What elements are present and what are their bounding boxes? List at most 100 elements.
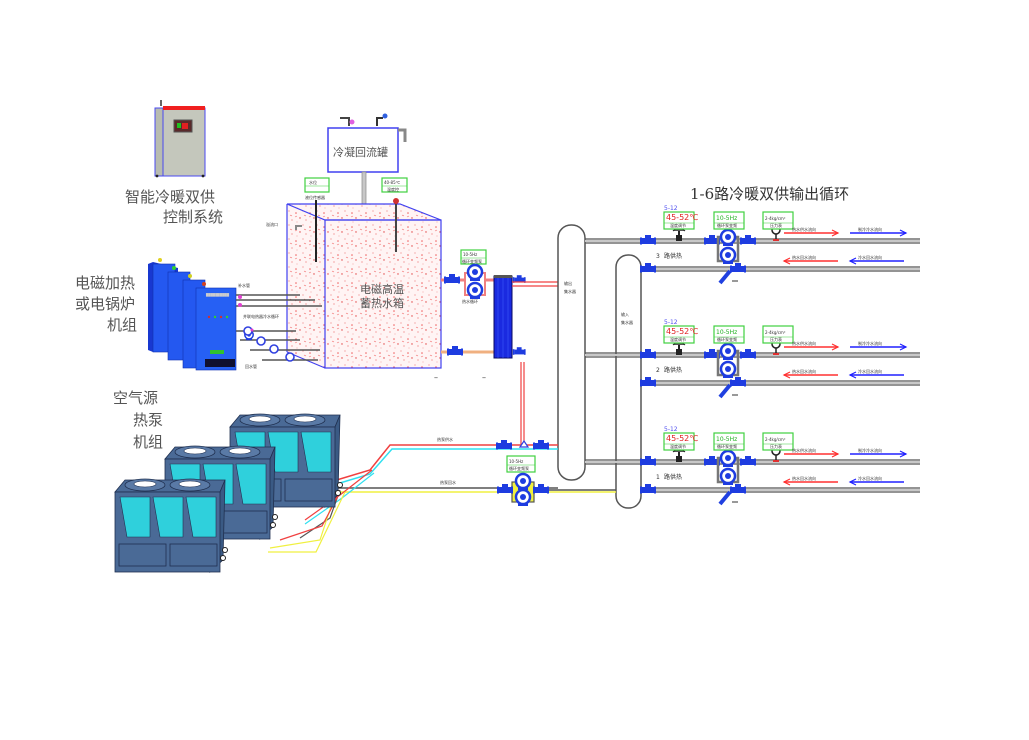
circuit-range: 5-12: [664, 205, 678, 212]
temp-setpoint-value: 45-52℃: [666, 327, 698, 336]
valve[interactable]: [497, 484, 513, 494]
em-boiler-label-line2: 或电锅炉: [75, 295, 135, 313]
circuit-name: 路供热: [664, 366, 682, 374]
boiler-top-label: 补水管: [238, 282, 250, 288]
tank-temp-label: 温度控: [387, 186, 399, 192]
valve[interactable]: [512, 347, 526, 355]
plate-heat-exchanger[interactable]: [493, 275, 513, 359]
circuit-name: 路供热: [664, 252, 682, 260]
pump-freq-label: 循环泵变频: [717, 222, 737, 228]
pressure-label: 压力表: [770, 222, 782, 228]
hx-pump-freq: 10-5Hz: [463, 252, 477, 257]
hp-pump-label: 循环变频泵: [509, 465, 529, 471]
valve[interactable]: [640, 377, 656, 387]
condensate-tank-label: 冷凝回流罐: [333, 145, 388, 159]
dash-mark: –: [434, 373, 438, 382]
output-header[interactable]: [557, 224, 586, 481]
flow-direction-label: 热水回水流向: [792, 254, 816, 260]
heat-pump-label-line1: 空气源: [113, 389, 158, 407]
strainer-icon: [718, 490, 738, 506]
flow-arrow: 制冷冷水流向: [850, 340, 908, 351]
heat-pump-label-line3: 机组: [133, 433, 163, 451]
svg-text:██████████: ██████████: [205, 293, 230, 297]
flow-direction-label: 热水回水流向: [792, 368, 816, 374]
strainer-icon: [718, 383, 738, 399]
circuit-name: 路供热: [664, 473, 682, 481]
em-boiler-units[interactable]: ██████████: [148, 258, 237, 371]
hx-pump-gauge: 10-5Hz 循环变频泵: [460, 249, 487, 265]
circuit-number: 2: [656, 367, 660, 374]
flow-arrow: 制冷冷水流向: [850, 226, 908, 237]
input-header-label-line1: 输入: [621, 311, 629, 317]
valve[interactable]: [444, 274, 460, 284]
dash-mark: –: [482, 373, 486, 382]
flow-arrow: 热水供水流向: [784, 340, 840, 351]
flow-direction-label: 冷水回水流向: [858, 475, 882, 481]
hp-pump-freq: 10-5Hz: [509, 459, 523, 464]
flow-arrow: 冷水回水流向: [848, 368, 904, 379]
flow-arrow: 冷水回水流向: [848, 475, 904, 486]
condensate-tank[interactable]: [327, 113, 407, 213]
heat-pump-unit[interactable]: [114, 478, 228, 574]
valve[interactable]: [640, 263, 656, 273]
pump-freq-value: 10-5Hz: [716, 329, 737, 336]
flow-direction-label: 热水供水流向: [792, 447, 816, 453]
valve[interactable]: [740, 456, 756, 466]
hp-circulation-pumps[interactable]: [511, 472, 535, 508]
valve[interactable]: [730, 263, 746, 273]
flow-direction-label: 热水回水流向: [792, 475, 816, 481]
pressure-label: 压力表: [770, 336, 782, 342]
circulation-pump[interactable]: [716, 449, 740, 487]
flow-direction-label: 制冷冷水流向: [858, 226, 882, 232]
valve[interactable]: [447, 346, 463, 356]
valve[interactable]: [533, 484, 549, 494]
pressure-value: 2-4kg/cm²: [765, 330, 786, 335]
valve[interactable]: [640, 349, 656, 359]
control-system-label-line2: 控制系统: [163, 208, 223, 226]
valve[interactable]: [740, 235, 756, 245]
flow-direction-label: 冷水回水流向: [858, 368, 882, 374]
heat-pump-units[interactable]: [114, 413, 343, 574]
control-system-label-line1: 智能冷暖双供: [125, 188, 215, 206]
hx-to-bottom-pipe: [520, 362, 525, 447]
valve[interactable]: [740, 349, 756, 359]
heat-pump-label-line2: 热泵: [133, 411, 163, 429]
flow-direction-label: 热水供水流向: [792, 226, 816, 232]
storage-tank[interactable]: [286, 198, 442, 369]
valve[interactable]: [533, 440, 549, 450]
pressure-value: 2-4kg/cm²: [765, 216, 786, 221]
valve[interactable]: [730, 377, 746, 387]
input-header[interactable]: [615, 254, 642, 509]
flow-arrow: 冷水回水流向: [848, 254, 904, 265]
hx-circulation-pumps[interactable]: [464, 263, 486, 301]
flow-arrow: 热水回水流向: [782, 368, 838, 379]
hx-pump-sub-label: 热水循环: [462, 298, 478, 304]
valve[interactable]: [730, 484, 746, 494]
em-boiler-label-line1: 电磁加热: [75, 274, 135, 292]
circulation-pump[interactable]: [716, 228, 740, 266]
valve[interactable]: [496, 440, 512, 450]
boiler-bottom-label: 回水管: [245, 363, 257, 369]
hx-pump-label: 循环变频泵: [462, 258, 482, 264]
valve[interactable]: [640, 484, 656, 494]
hp-pump-gauge: 10-5Hz 循环变频泵: [506, 455, 536, 473]
tank-temp-value: 40-85℃: [384, 180, 401, 185]
flow-arrow: 热水供水流向: [784, 447, 840, 458]
flow-direction-label: 制冷冷水流向: [858, 340, 882, 346]
valve[interactable]: [640, 456, 656, 466]
pump-freq-value: 10-5Hz: [716, 436, 737, 443]
circulation-pump[interactable]: [716, 342, 740, 380]
tank-level-gauge: 水位: [304, 177, 330, 193]
control-cabinet[interactable]: [154, 100, 206, 178]
tee-fitting: [518, 439, 530, 448]
valve[interactable]: [640, 235, 656, 245]
pressure-value: 2-4kg/cm²: [765, 437, 786, 442]
